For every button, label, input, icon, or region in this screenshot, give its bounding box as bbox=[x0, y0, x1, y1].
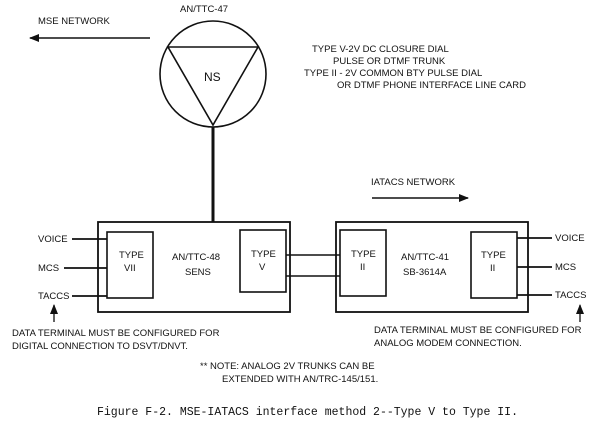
sens-card-left-type: TYPE bbox=[119, 250, 144, 261]
right-line-label-taccs: TACCS bbox=[555, 290, 587, 301]
an-ttc-47-label: AN/TTC-47 bbox=[180, 4, 228, 15]
trunk-note-line-2: EXTENDED WITH AN/TRC-145/151. bbox=[222, 374, 378, 385]
type-note-line-2: PULSE OR DTMF TRUNK bbox=[333, 56, 446, 67]
sens-card-right-type: TYPE bbox=[251, 249, 276, 260]
sens-title: AN/TTC-48 bbox=[172, 252, 220, 263]
left-line-label-mcs: MCS bbox=[38, 263, 59, 274]
left-terminal-note-line-1: DATA TERMINAL MUST BE CONFIGURED FOR bbox=[12, 328, 220, 339]
sb3614a-left-type-ii-card bbox=[339, 229, 387, 297]
type-note-line-1: TYPE V-2V DC CLOSURE DIAL bbox=[312, 44, 449, 55]
left-line-label-taccs: TACCS bbox=[38, 291, 70, 302]
sens-card-left-code: VII bbox=[124, 263, 136, 274]
sens-type-vii-card bbox=[106, 231, 154, 299]
type-note-line-3: TYPE II - 2V COMMON BTY PULSE DIAL bbox=[304, 68, 482, 79]
sens-card-right-code: V bbox=[259, 262, 266, 273]
sens-subtitle: SENS bbox=[185, 267, 211, 278]
sb3614a-subtitle: SB-3614A bbox=[403, 267, 447, 278]
figure-caption: Figure F-2. MSE-IATACS interface method … bbox=[97, 406, 518, 419]
ns-label: NS bbox=[204, 70, 221, 84]
sens-type-v-card bbox=[239, 229, 287, 293]
trunk-note-line-1: ** NOTE: ANALOG 2V TRUNKS CAN BE bbox=[200, 361, 375, 372]
iatacs-network-label: IATACS NETWORK bbox=[371, 177, 456, 188]
sens-unit-box bbox=[97, 221, 291, 313]
left-line-label-voice: VOICE bbox=[38, 234, 68, 245]
sb3614a-card-right-code: II bbox=[490, 263, 495, 274]
right-terminal-note-line-2: ANALOG MODEM CONNECTION. bbox=[374, 338, 522, 349]
mse-network-label: MSE NETWORK bbox=[38, 16, 110, 27]
sb3614a-card-right-type: TYPE bbox=[481, 250, 506, 261]
right-line-label-voice: VOICE bbox=[555, 233, 585, 244]
type-note-line-4: OR DTMF PHONE INTERFACE LINE CARD bbox=[337, 80, 526, 91]
sb3614a-card-left-code: II bbox=[360, 262, 365, 273]
sb3614a-title: AN/TTC-41 bbox=[401, 252, 449, 263]
sb3614a-right-type-ii-card bbox=[470, 231, 518, 299]
right-line-label-mcs: MCS bbox=[555, 262, 576, 273]
right-terminal-note-line-1: DATA TERMINAL MUST BE CONFIGURED FOR bbox=[374, 325, 582, 336]
left-terminal-note-line-2: DIGITAL CONNECTION TO DSVT/DNVT. bbox=[12, 341, 188, 352]
sb3614a-card-left-type: TYPE bbox=[351, 249, 376, 260]
ns-triangle bbox=[166, 46, 260, 127]
